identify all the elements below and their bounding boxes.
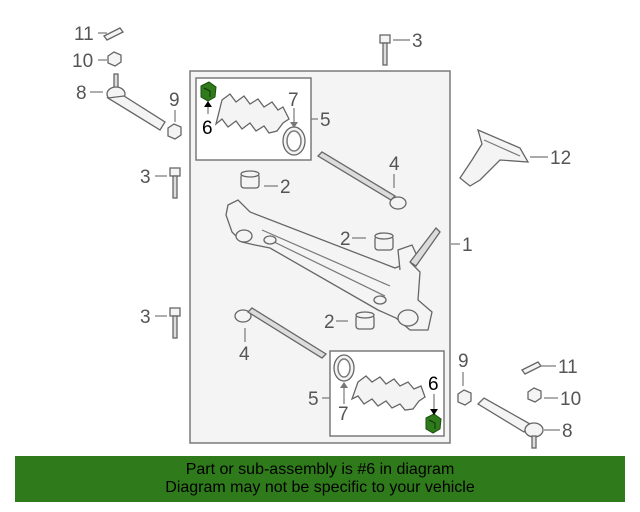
steering-rack-housing — [225, 199, 441, 331]
steering-cover — [459, 128, 530, 187]
bellows-boot-upper — [214, 93, 290, 134]
cotter-pin-left — [103, 27, 124, 41]
callout-5-lower: 5 — [308, 389, 319, 410]
callout-6-lower[interactable]: 6 — [428, 374, 439, 395]
cotter-pin-right — [521, 361, 542, 375]
bushing-a — [240, 170, 260, 189]
highlighted-clip-lower[interactable] — [425, 413, 442, 434]
nut-9-right — [457, 389, 472, 406]
callout-6-upper[interactable]: 6 — [202, 118, 213, 139]
bolt-top — [379, 34, 391, 66]
part-notice-banner: Part or sub-assembly is #6 in diagram Di… — [15, 456, 625, 502]
callout-3-left-upper: 3 — [140, 167, 151, 188]
notice-line-2: Diagram may not be specific to your vehi… — [165, 479, 475, 496]
bushing-b — [374, 232, 394, 251]
callout-11-left: 11 — [74, 24, 94, 45]
callout-2-upper: 2 — [280, 177, 291, 198]
highlighted-clip-upper[interactable] — [200, 81, 217, 102]
callout-4-upper: 4 — [389, 154, 400, 175]
callout-7-upper: 7 — [288, 90, 299, 111]
callout-2-middle: 2 — [340, 229, 351, 250]
callout-8-right: 8 — [562, 421, 573, 442]
callout-10-right: 10 — [560, 389, 581, 410]
nut-10-left — [107, 51, 122, 67]
callout-2-lower: 2 — [324, 312, 335, 333]
callout-1: 1 — [462, 235, 473, 256]
callout-7-lower: 7 — [338, 404, 349, 425]
callout-4-lower: 4 — [239, 344, 250, 365]
tie-rod-end-left — [106, 73, 166, 131]
notice-line-1: Part or sub-assembly is #6 in diagram — [185, 461, 455, 478]
bolt-left-lower — [169, 307, 181, 339]
bushing-c — [355, 311, 375, 330]
nut-10-right — [527, 387, 542, 403]
callout-11-right: 11 — [558, 357, 578, 378]
callout-3-top: 3 — [412, 31, 423, 52]
nut-9-left — [167, 123, 182, 140]
callout-3-left-lower: 3 — [140, 307, 151, 328]
bellows-boot-lower — [350, 375, 426, 411]
callout-9-left: 9 — [169, 90, 180, 111]
inner-tie-rod-upper — [316, 151, 407, 210]
callout-9-right: 9 — [458, 351, 469, 372]
callout-5-upper: 5 — [320, 110, 331, 131]
callout-12: 12 — [550, 148, 571, 169]
bolt-left-upper — [169, 167, 181, 199]
inner-tie-rod-lower — [234, 307, 328, 359]
callout-8-left: 8 — [76, 83, 87, 104]
tie-rod-end-right — [476, 397, 544, 449]
callout-10-left: 10 — [72, 51, 93, 72]
